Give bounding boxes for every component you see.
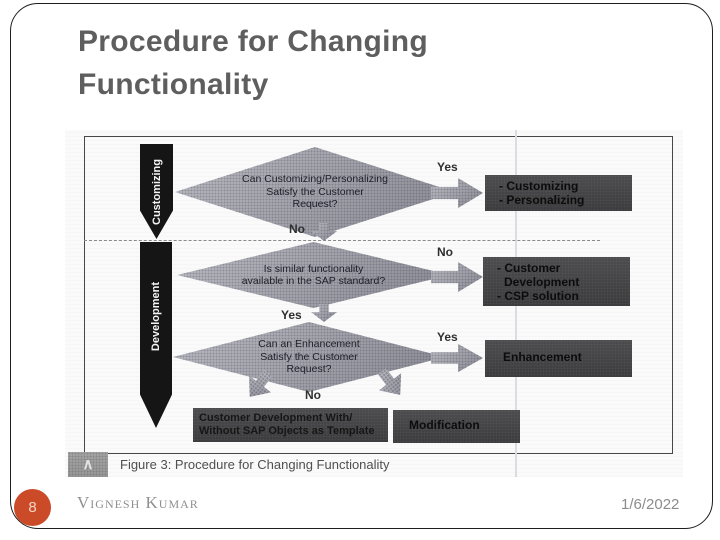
- decision-text: Is similar functionality available in th…: [241, 262, 386, 288]
- no-label-1: No: [289, 222, 305, 236]
- yes-label-2: Yes: [281, 308, 302, 322]
- page-number: 8: [28, 499, 37, 516]
- no-label-3: No: [305, 388, 321, 402]
- result-box-customer-development: - Customer Development - CSP solution: [483, 257, 630, 306]
- author-name: Vignesh Kumar: [77, 493, 199, 512]
- page-number-badge: 8: [14, 489, 51, 526]
- decision-text: Can an Enhancement Satisfy the Customer …: [258, 338, 360, 376]
- collapse-button: ∧: [68, 452, 108, 477]
- yes-label-1: Yes: [437, 160, 458, 174]
- chevron-up-icon: ∧: [82, 456, 94, 473]
- development-lane-label: Development: [150, 281, 162, 351]
- yes-label-3: Yes: [437, 330, 458, 344]
- slide-border: [10, 3, 713, 529]
- slide-date: 1/6/2022: [621, 496, 680, 513]
- lane-divider-line: [84, 240, 600, 241]
- customizing-lane-label: Customizing: [150, 158, 163, 225]
- result-box-enhancement: Enhancement: [485, 340, 632, 377]
- development-lane-arrow: Development: [140, 242, 172, 428]
- figure-scan: Customizing Development Can Customizing/…: [65, 130, 683, 477]
- page-title: Procedure for Changing Functionality: [78, 25, 428, 101]
- no-label-2: No: [437, 245, 453, 259]
- result-box-customizing-personalizing: - Customizing - Personalizing: [485, 175, 632, 211]
- result-box-modification: Modification: [393, 410, 520, 443]
- flowchart-frame: [84, 136, 673, 454]
- result-box-customer-development-template: Customer Development With/ Without SAP O…: [193, 408, 388, 442]
- decision-text: Can Customizing/Personalizing Satisfy th…: [242, 173, 388, 211]
- figure-caption: Figure 3: Procedure for Changing Functio…: [120, 457, 390, 472]
